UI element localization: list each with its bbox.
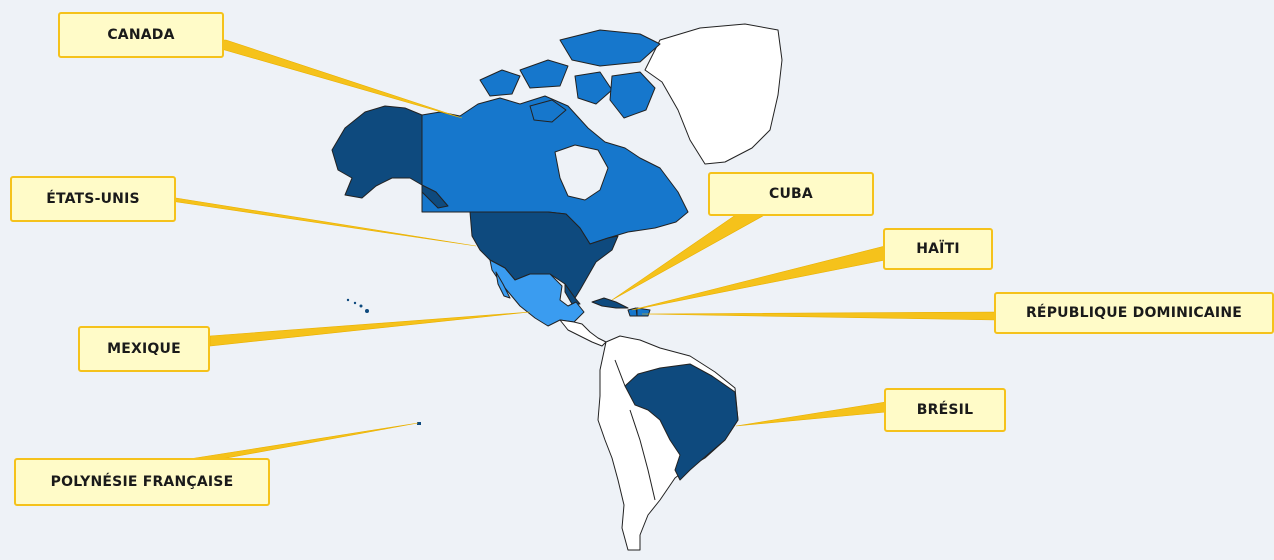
mexico-shape <box>489 259 585 327</box>
arctic-island-shape <box>574 71 613 105</box>
arctic-island-shape <box>559 29 661 67</box>
leader-mexico <box>209 311 531 347</box>
hawaii-island <box>346 298 350 302</box>
hawaii-island <box>365 309 369 313</box>
baja-california-shape <box>495 271 511 299</box>
brazil-shape <box>624 363 739 481</box>
french-polynesia-shape <box>417 422 421 425</box>
hawaii-island <box>353 301 357 305</box>
label-usa: ÉTATS-UNIS <box>10 176 176 222</box>
label-haiti: HAÏTI <box>883 228 993 270</box>
label-cuba: CUBA <box>708 172 874 216</box>
leader-dominican-republic <box>641 311 997 321</box>
label-brazil: BRÉSIL <box>884 388 1006 432</box>
leader-canada <box>189 39 463 119</box>
alaska-shape <box>421 184 449 209</box>
leader-haiti <box>631 245 886 311</box>
central-america-shape <box>559 319 607 347</box>
leader-brazil <box>735 401 887 427</box>
arctic-island-shape <box>609 71 656 119</box>
cuba-shape <box>591 297 629 309</box>
label-mexico: MEXIQUE <box>78 326 210 372</box>
greenland-shape <box>644 23 783 165</box>
leader-french-polynesia <box>169 422 419 463</box>
dominican-republic-shape <box>636 307 651 317</box>
arctic-island-shape <box>479 69 521 97</box>
label-dominican-republic: RÉPUBLIQUE DOMINICAINE <box>994 292 1274 334</box>
hawaii-island <box>359 304 363 308</box>
hudson-bay-water <box>554 144 609 201</box>
label-canada: CANADA <box>58 12 224 58</box>
country-borders <box>614 359 656 501</box>
arctic-island-shape <box>529 99 567 123</box>
label-french-polynesia: POLYNÉSIE FRANÇAISE <box>14 458 270 506</box>
arctic-island-shape <box>519 59 569 89</box>
alaska-shape <box>331 105 423 199</box>
